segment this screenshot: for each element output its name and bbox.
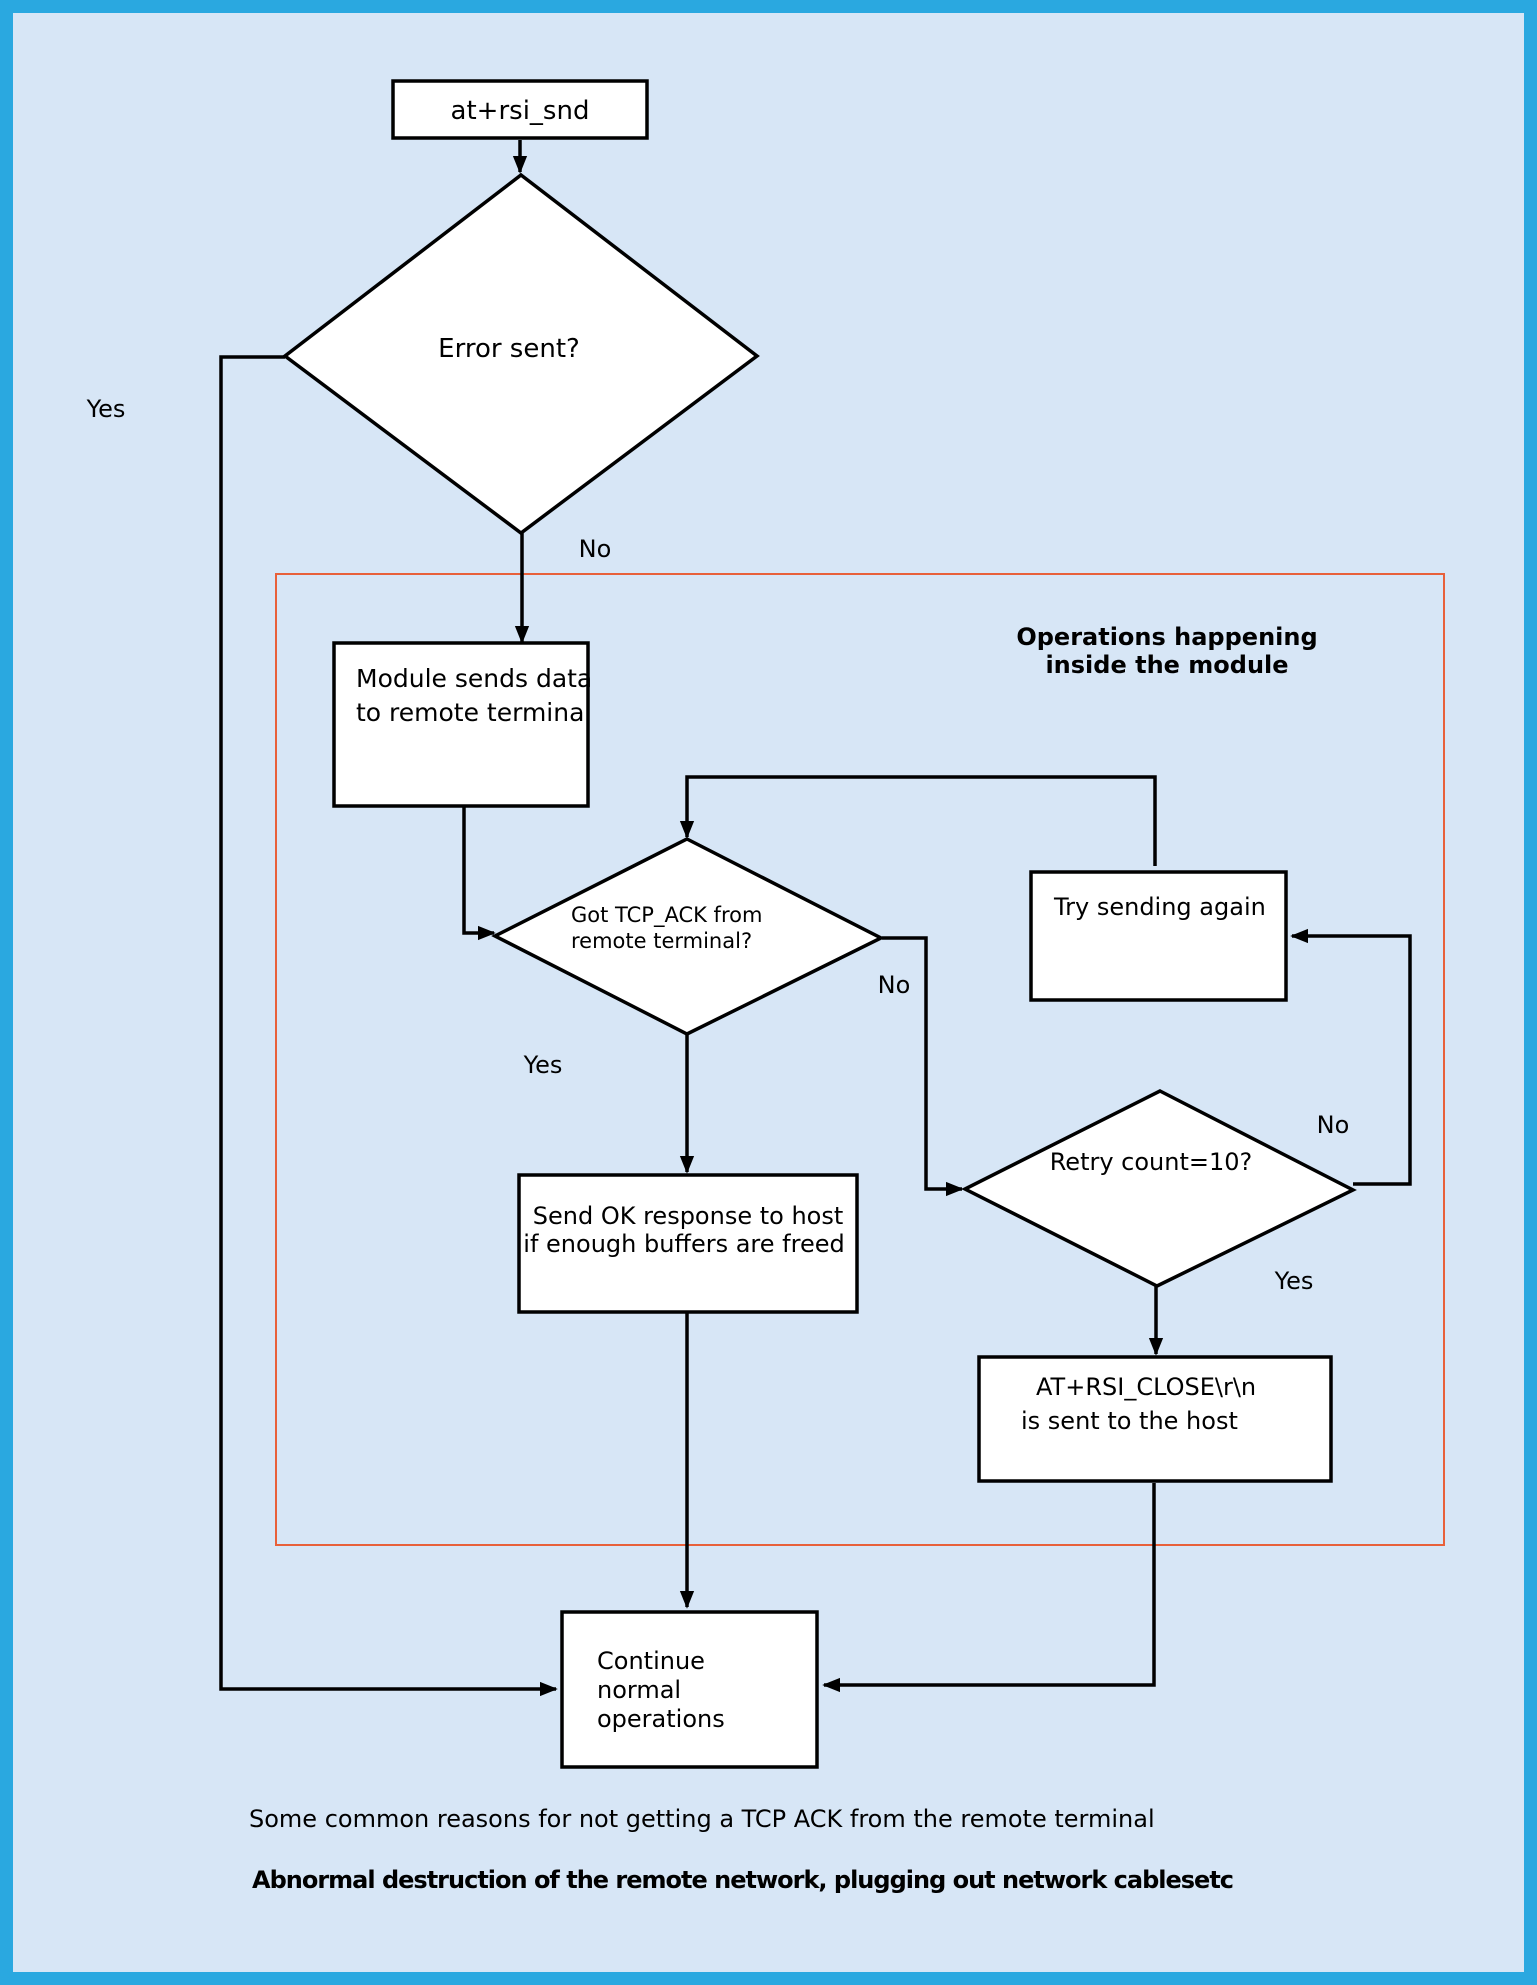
ack-no-label: No bbox=[878, 971, 911, 999]
error-no-label: No bbox=[579, 535, 612, 563]
retry-decision-diamond bbox=[961, 1089, 1357, 1288]
start-box bbox=[391, 79, 649, 140]
send-ok-line1: Send OK response to host bbox=[533, 1202, 844, 1230]
send-ok-box bbox=[517, 1173, 859, 1314]
edge-error-yes-to-continue bbox=[219, 355, 558, 1697]
continue-line1: Continue bbox=[597, 1647, 705, 1675]
try-again-box bbox=[1029, 870, 1288, 1002]
edge-ack-no-to-retry bbox=[882, 936, 964, 1197]
error-decision-label: Error sent? bbox=[438, 334, 580, 364]
close-host-line2: is sent to the host bbox=[1021, 1407, 1238, 1435]
close-host-line1: AT+RSI_CLOSE\r\n bbox=[1036, 1373, 1256, 1401]
module-region-title-line2: inside the module bbox=[1045, 651, 1288, 679]
module-region-border bbox=[275, 573, 1445, 1546]
start-label: at+rsi_snd bbox=[451, 96, 590, 126]
ack-decision-line1: Got TCP_ACK from bbox=[571, 903, 762, 928]
error-decision-diamond bbox=[282, 172, 760, 536]
notes-reasons: Some common reasons for not getting a TC… bbox=[249, 1805, 1155, 1833]
send-ok-line2: if enough buffers are freed bbox=[523, 1230, 844, 1258]
edge-send-to-ack bbox=[462, 807, 496, 941]
ack-decision-line2: remote terminal? bbox=[571, 929, 752, 953]
module-region-title-line1: Operations happening bbox=[1016, 623, 1317, 651]
error-yes-label: Yes bbox=[86, 395, 126, 423]
send-data-box bbox=[332, 641, 590, 808]
ack-decision-diamond bbox=[491, 837, 885, 1036]
edge-retry-loop-to-ack bbox=[679, 775, 1157, 866]
edge-retry-no-to-try-again bbox=[1290, 928, 1412, 1186]
ack-yes-label: Yes bbox=[523, 1051, 563, 1079]
send-data-line1: Module sends data bbox=[356, 664, 592, 693]
continue-line2: normal bbox=[597, 1676, 681, 1704]
send-data-line2: to remote terminal bbox=[356, 698, 591, 727]
try-again-label: Try sending again bbox=[1053, 893, 1266, 921]
close-host-box bbox=[977, 1355, 1333, 1483]
retry-yes-label: Yes bbox=[1274, 1267, 1314, 1295]
notes-examples: Abnormal destruction of the remote netwo… bbox=[252, 1866, 1233, 1894]
continue-box bbox=[560, 1610, 819, 1769]
edge-close-to-continue bbox=[822, 1483, 1156, 1693]
retry-no-label: No bbox=[1317, 1111, 1350, 1139]
continue-line3: operations bbox=[597, 1705, 725, 1733]
retry-decision-label: Retry count=10? bbox=[1050, 1148, 1253, 1176]
